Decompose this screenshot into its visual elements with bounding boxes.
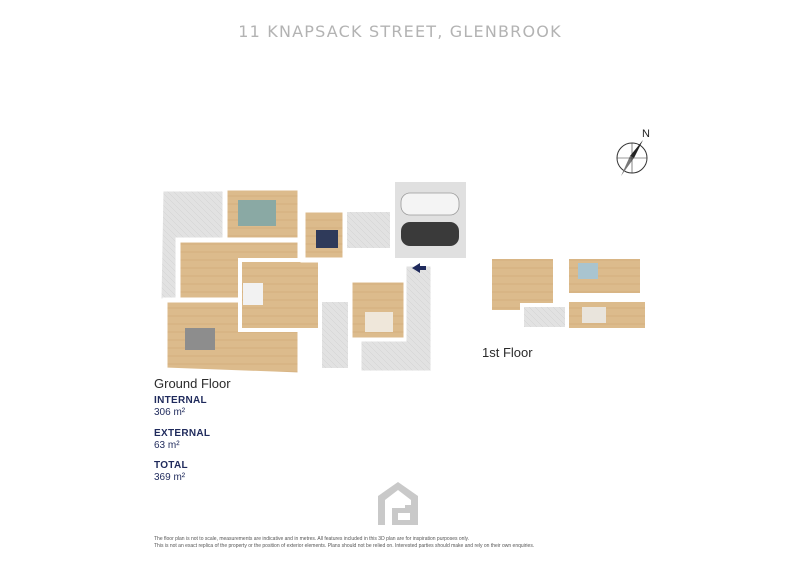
car-white: [400, 192, 460, 216]
ground-floor-label: Ground Floor: [154, 376, 231, 391]
bedroom-first-2: [565, 298, 649, 332]
external-label: EXTERNAL: [154, 428, 211, 439]
north-compass-icon: [616, 140, 648, 176]
external-value: 63 m²: [154, 440, 180, 451]
bed-ground-2: [365, 312, 393, 332]
garage: [391, 178, 470, 262]
sofa-living: [185, 328, 215, 350]
first-floor-plan: [483, 252, 650, 332]
internal-value: 306 m²: [154, 407, 186, 418]
first-floor-label: 1st Floor: [482, 345, 533, 360]
internal-label: INTERNAL: [154, 395, 207, 406]
dining-table: [243, 283, 263, 305]
rug-lounge: [238, 200, 276, 226]
outdoor-patio-east: [358, 263, 434, 374]
entry-arrow-icon: [412, 263, 420, 273]
bathroom-first: [520, 303, 569, 331]
ensuite: [318, 298, 352, 372]
total-value: 369 m²: [154, 472, 186, 483]
bed-first-2: [582, 307, 606, 323]
car-dark: [401, 222, 459, 246]
total-label: TOTAL: [154, 460, 188, 471]
disclaimer-line-2: This is not an exact replica of the prop…: [154, 543, 535, 549]
ground-floor-plan: [158, 178, 470, 378]
compass-north-label: N: [642, 128, 650, 140]
bed-first-1: [578, 263, 598, 279]
laundry-bath: [343, 208, 394, 252]
study-first-floor: [488, 255, 557, 314]
property-address: 11 KNAPSACK STREET, GLENBROOK: [238, 22, 562, 41]
brand-logo-icon: [378, 482, 418, 525]
bed-ground-1: [316, 230, 338, 248]
disclaimer-line-1: The floor plan is not to scale, measurem…: [154, 536, 470, 542]
entry-arrow-stem-icon: [420, 266, 426, 270]
